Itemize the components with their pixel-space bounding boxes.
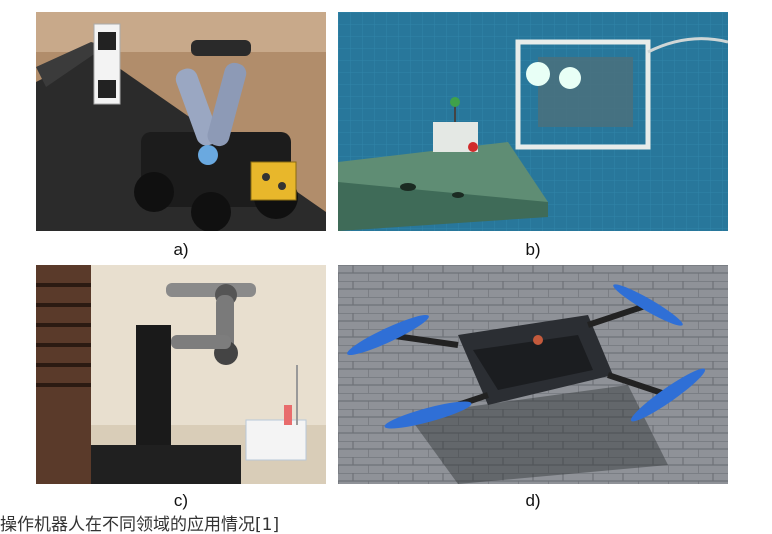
figure-caption: 操作机器人在不同领域的应用情况[1]: [0, 515, 280, 534]
photo-panel-c: [36, 265, 326, 484]
photo-panel-d: [338, 265, 728, 484]
panel-label-b: b): [525, 240, 541, 259]
panel-label-a: a): [173, 240, 189, 259]
mobile-robot-photo: [36, 12, 326, 231]
panel-label-c: c): [173, 491, 189, 510]
underwater-rov-photo: [338, 12, 728, 231]
panel-label-d: d): [525, 491, 541, 510]
quadcopter-drone-photo: [338, 265, 728, 484]
photo-panel-a: [36, 12, 326, 231]
photo-panel-b: [338, 12, 728, 231]
teleoperation-robot-photo: [36, 265, 326, 484]
